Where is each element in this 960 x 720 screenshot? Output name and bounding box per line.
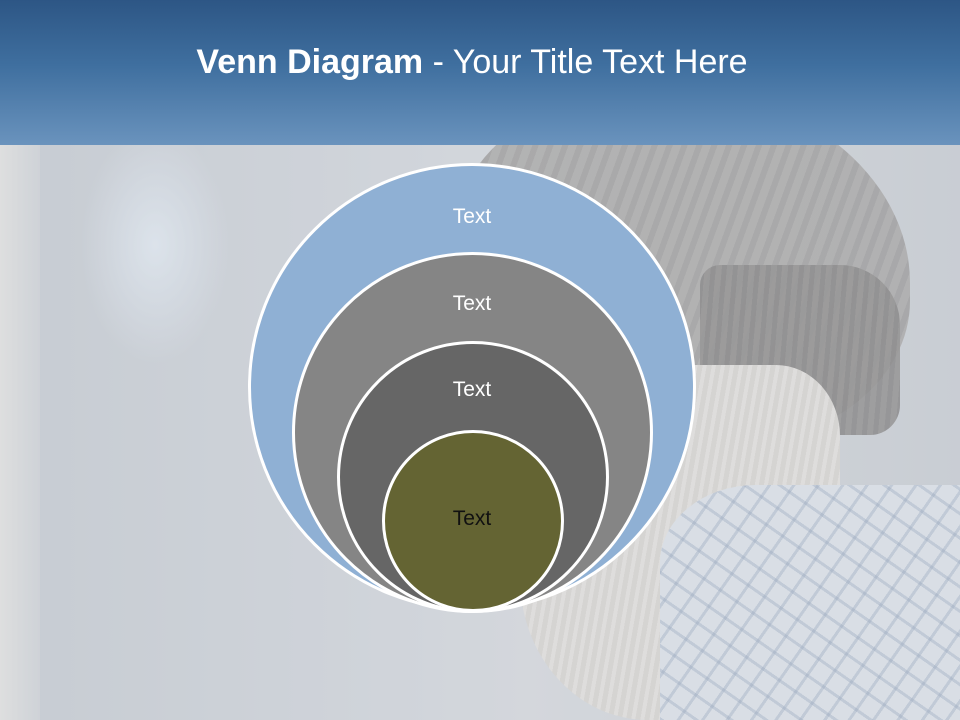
- venn-label-inner: Text: [452, 507, 492, 530]
- slide-title-bold: Venn Diagram: [196, 43, 424, 81]
- venn-label-second: Text: [452, 292, 492, 315]
- slide-title: Venn Diagram - Your Title Text Here: [0, 40, 944, 84]
- slide-title-rest: - Your Title Text Here: [423, 43, 748, 81]
- venn-label-outer: Text: [452, 205, 492, 228]
- venn-circle-inner: [382, 430, 564, 612]
- title-bar: Venn Diagram - Your Title Text Here: [0, 0, 960, 145]
- background-photo: [0, 145, 960, 720]
- venn-label-third: Text: [452, 378, 492, 401]
